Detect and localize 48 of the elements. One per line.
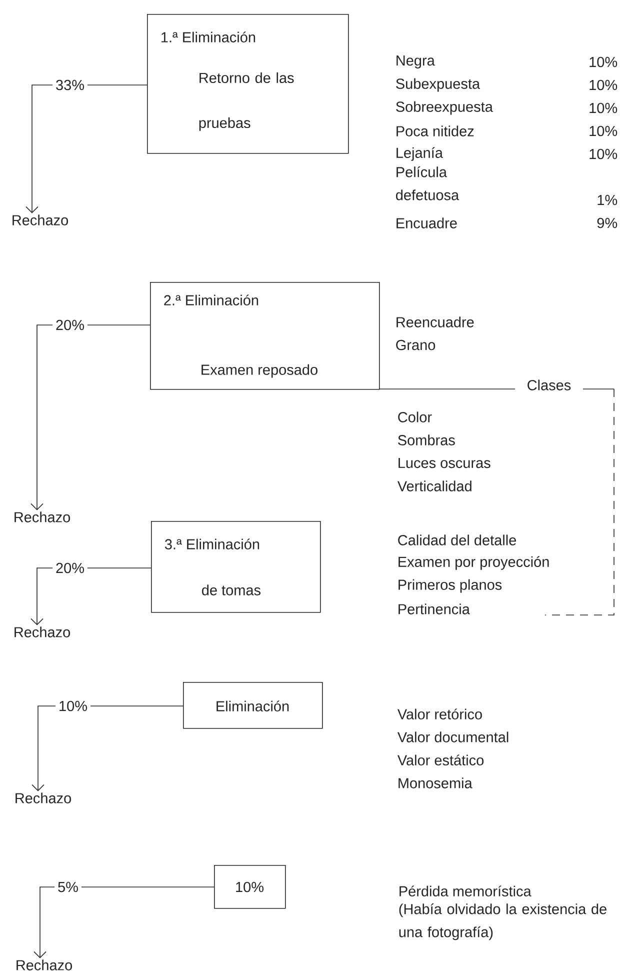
- edge-label: 33%: [52, 76, 88, 94]
- reject-text: Rechazo: [16, 960, 72, 970]
- list-item: Luces oscuras: [398, 458, 490, 468]
- reject-text: Rechazo: [16, 792, 72, 804]
- list-item: Monosemia: [398, 778, 472, 788]
- list-item: Primeros planos: [398, 579, 502, 593]
- bracket-label: Clases: [524, 378, 574, 392]
- list-item: Color: [398, 412, 432, 422]
- reject-text: Rechazo: [14, 512, 70, 522]
- edge-label: 20%: [52, 316, 88, 334]
- list-item: Pertinencia: [398, 604, 470, 614]
- edge-label: 20%: [52, 560, 88, 576]
- reject-text: Rechazo: [14, 626, 70, 638]
- elimination-box: 1.ª Eliminación Retorno de las pruebas: [147, 14, 349, 154]
- elimination-box: 10%: [214, 865, 286, 909]
- percentage: 10%: [590, 148, 618, 160]
- list-item: Lejanía: [396, 147, 443, 161]
- elimination-box: 3.ª Eliminación de tomas: [151, 521, 321, 613]
- reject-text: Rechazo: [12, 214, 68, 226]
- list-item: Encuadre: [396, 218, 457, 228]
- list-item: Valor estático: [397, 754, 484, 766]
- list-item: Película defetuosa: [396, 166, 460, 200]
- list-item: Verticalidad: [397, 480, 472, 492]
- list-item: Valor documental: [397, 732, 508, 742]
- edge-label: 5%: [54, 878, 82, 896]
- percentage: 1%: [598, 194, 618, 206]
- list-item: Reencuadre: [396, 316, 474, 328]
- percentage: 10%: [590, 126, 618, 136]
- list-item: Calidad del detalle: [398, 534, 516, 546]
- percentage: 10%: [590, 102, 618, 114]
- percentage: 10%: [590, 80, 618, 90]
- list-item: (Había olvidado la existencia de una fotografía): [399, 903, 606, 940]
- list-item: Negra: [396, 56, 435, 68]
- percentage: 9%: [597, 218, 618, 228]
- elimination-box: Eliminación: [183, 682, 323, 729]
- percentage: 10%: [590, 56, 618, 68]
- edge-label: 10%: [55, 698, 90, 714]
- list-item: Sobreexpuesta: [396, 101, 493, 115]
- list-item: Examen por proyección: [398, 556, 549, 570]
- list-item: Sombras: [398, 434, 455, 446]
- list-item: Subexpuesta: [396, 78, 480, 92]
- list-item: Valor retórico: [397, 708, 482, 720]
- list-item: Pérdida memorística: [400, 886, 532, 896]
- list-item: Poca nitidez: [396, 126, 474, 136]
- elimination-box: 2.ª Eliminación Examen reposado: [150, 282, 380, 390]
- list-item: Grano: [396, 340, 436, 350]
- arrow: [34, 886, 214, 958]
- arrow: [30, 324, 150, 510]
